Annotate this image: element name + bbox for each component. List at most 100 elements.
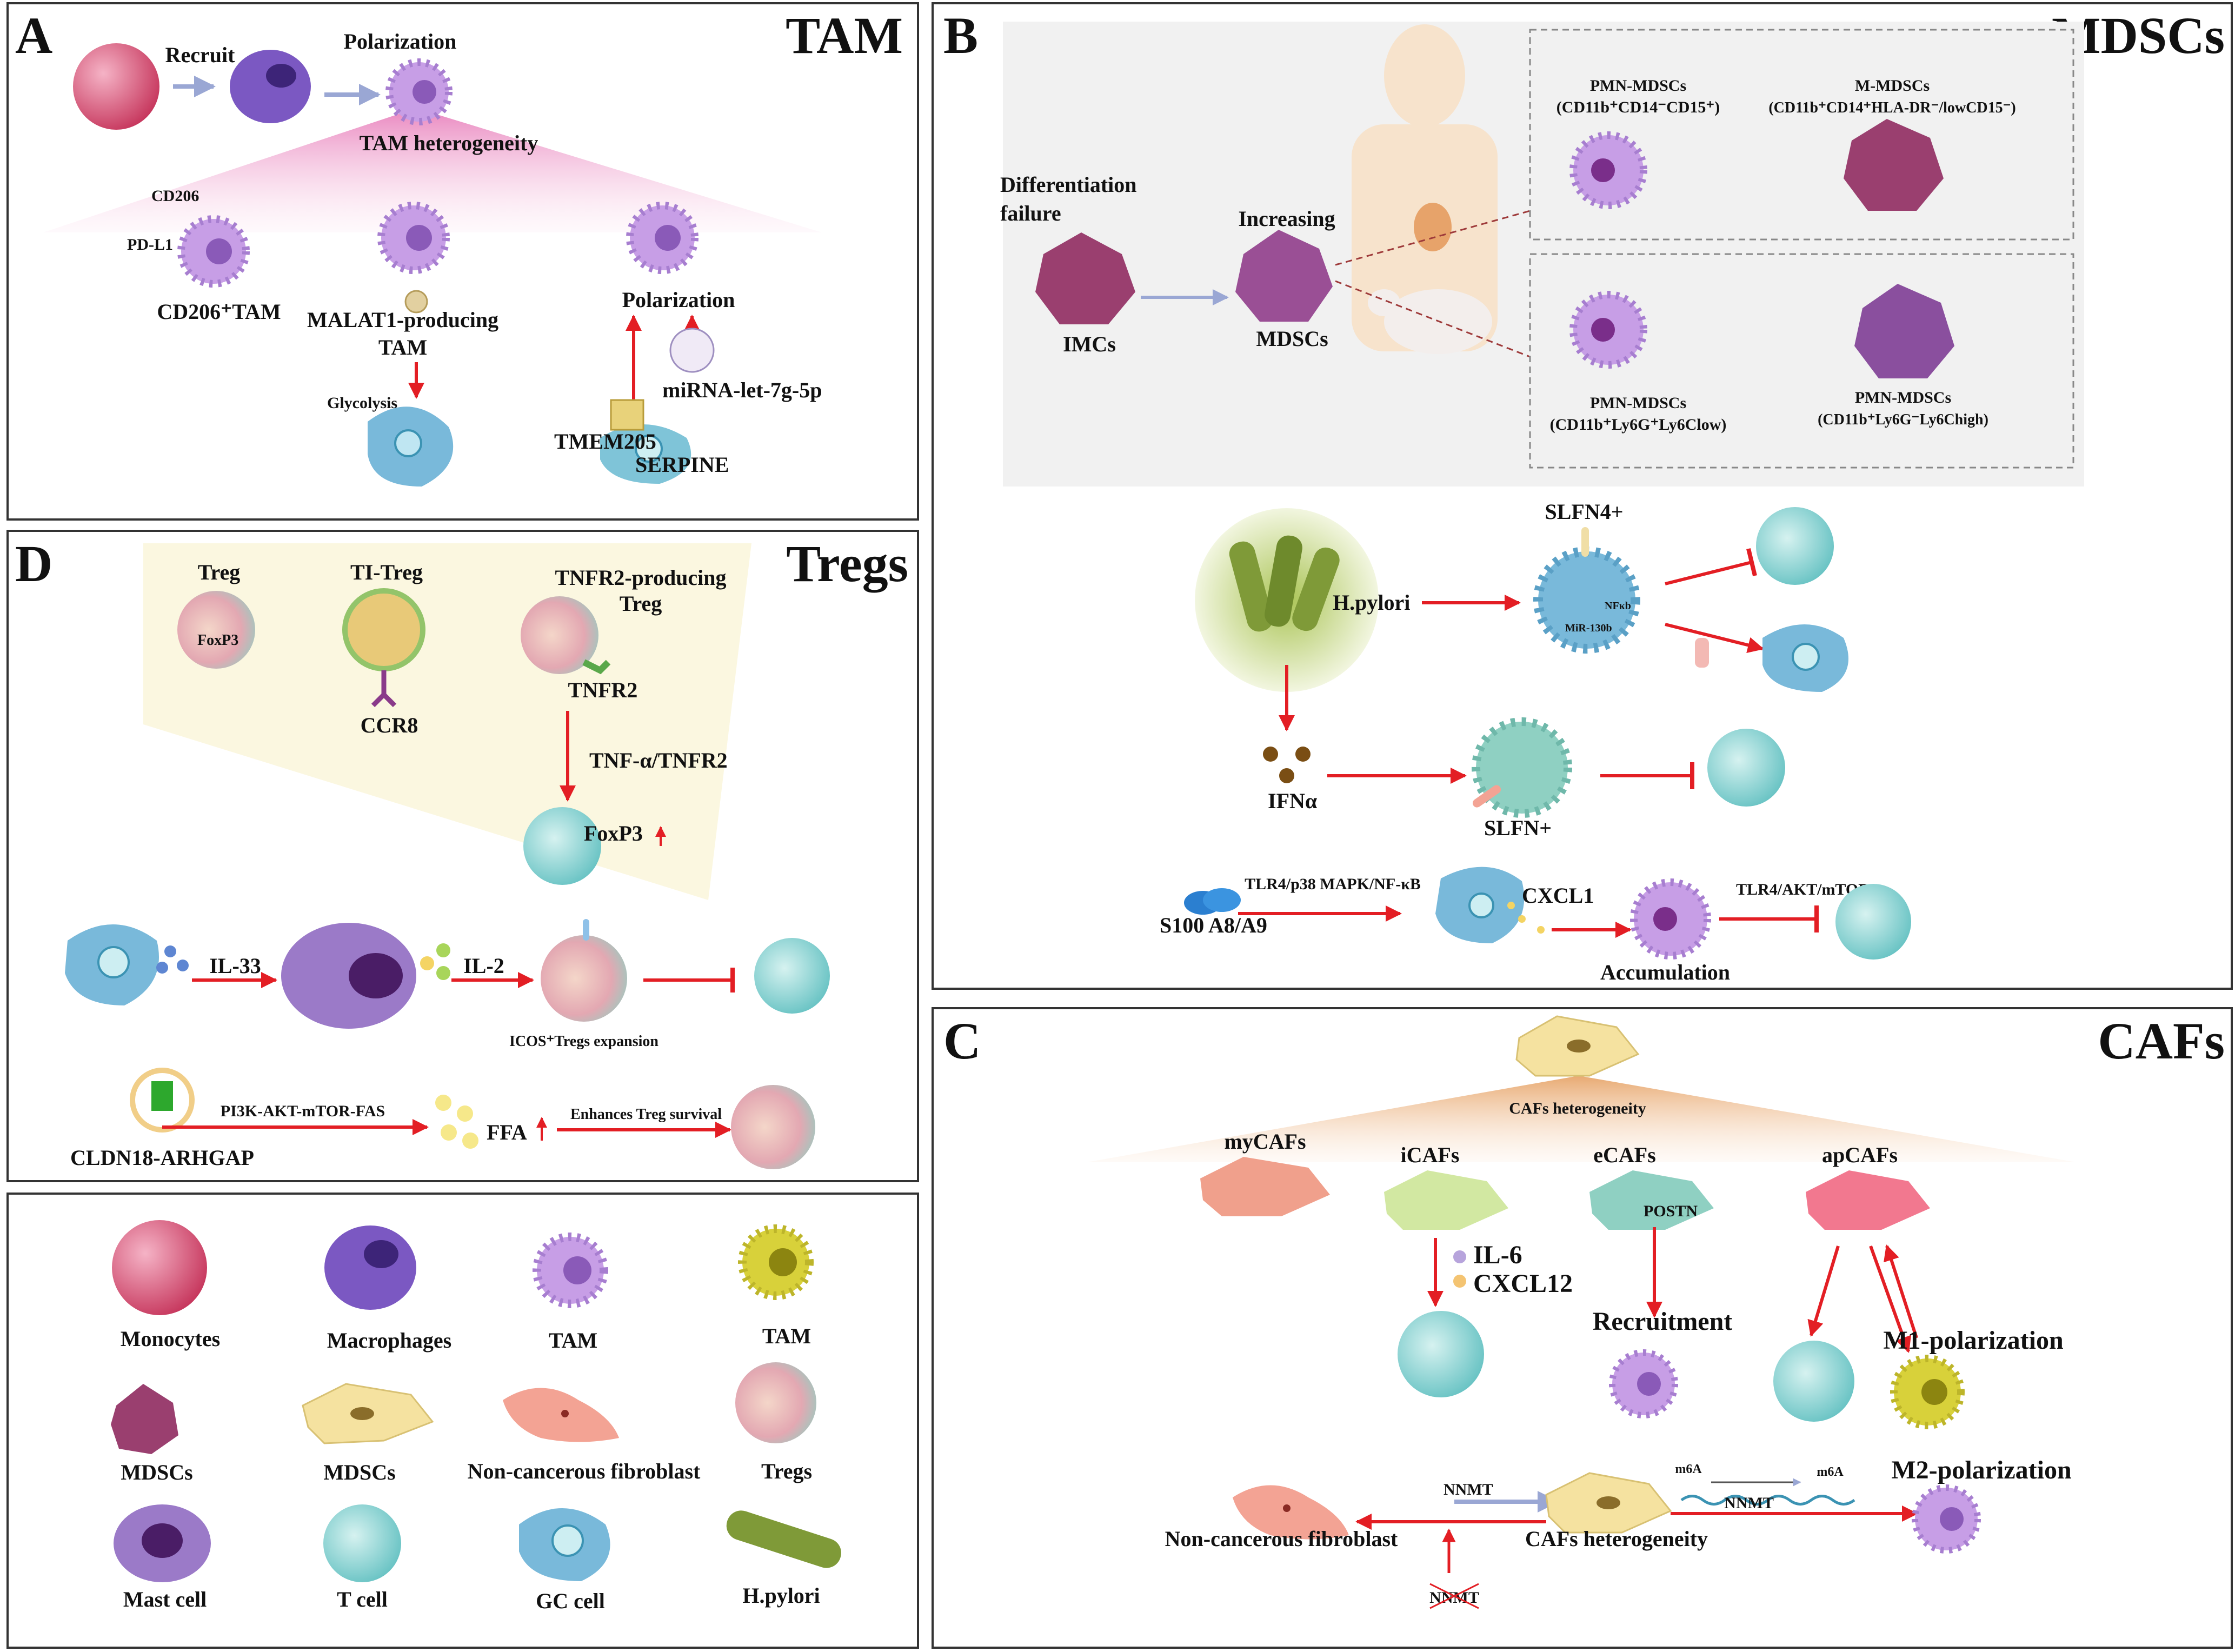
noncancer-fibroblast-label: Non-cancerous fibroblast [1165, 1527, 1398, 1551]
pmn-mouse2-markers: (CD11b⁺Ly6G⁻Ly6Chigh) [1818, 411, 1988, 428]
icos-receptor [583, 919, 589, 941]
caf-heterogeneity-bottom-label: CAFs heterogeneity [1525, 1527, 1708, 1551]
nnmt-mid-label: NNMT [1724, 1494, 1774, 1512]
legend-label-hpylori: H.pylori [742, 1583, 820, 1608]
m-human-label: M-MDSCs [1855, 77, 1930, 95]
slfn4-label: SLFN4+ [1545, 499, 1623, 524]
legend-label-macrophages: Macrophages [327, 1328, 451, 1353]
legend-macrophage-icon [324, 1225, 416, 1310]
gc-cell-icon-a [368, 407, 454, 487]
panel-c: C CAFs CAFs heterogeneity myCAFs iCAFs I… [932, 1007, 2233, 1649]
legend-treg-icon [735, 1362, 816, 1443]
gc-cell-cxcl1-icon [1435, 867, 1525, 943]
tcell-icon-b2 [1707, 729, 1785, 807]
accumulation-label: Accumulation [1600, 960, 1730, 984]
mast-cell-nucleus [349, 953, 403, 998]
tam-heterogeneity-fan [43, 108, 822, 232]
legend-label-gc: GC cell [536, 1589, 605, 1613]
ffa-dot-4 [462, 1133, 478, 1149]
panel-a-letter: A [15, 6, 52, 64]
enhances-label: Enhances Treg survival [570, 1106, 722, 1123]
tnfr2-treg-line2-label: Treg [620, 591, 662, 616]
tcell-icon-d [754, 938, 830, 1014]
human-mdsc-box [1529, 29, 2074, 241]
malat1-line2-label: TAM [378, 335, 427, 359]
tam-yellow-icon-c [1890, 1355, 1965, 1429]
caf-heterogeneity-fan [1087, 1076, 2076, 1162]
tnfa-tnfr2-label: TNF-α/TNFR2 [589, 748, 728, 772]
ifna-dot-3 [1279, 768, 1294, 783]
legend-monocyte-icon [112, 1220, 207, 1315]
exosome-icon [669, 328, 715, 373]
tam-polarization-icon [626, 202, 699, 274]
legend-label-mast: Mast cell [123, 1587, 207, 1611]
legend-fibroblast-nucleus [561, 1410, 569, 1417]
tnfr2-treg-icon [521, 596, 598, 674]
treg-background [143, 543, 751, 900]
s100-icon-2 [1203, 888, 1241, 912]
foxp3-label: FoxP3 [197, 632, 238, 649]
nnmt-top-label: NNMT [1444, 1481, 1493, 1498]
gc-cell-icon-d [65, 924, 159, 1005]
legend-label-fibroblast: Non-cancerous fibroblast [468, 1459, 701, 1483]
m6a-label-2: m6A [1817, 1465, 1844, 1479]
tam-icon-c2 [1912, 1484, 1981, 1554]
panel-b: B MDSCs Differentiation failure IMCs Inc… [932, 2, 2233, 990]
ecaf-icon [1589, 1170, 1714, 1230]
panel-c-letter: C [943, 1012, 981, 1070]
tmem205-cell-icon [600, 399, 691, 484]
differentiation-line1-label: Differentiation [1000, 172, 1137, 197]
macrophage-icon [230, 50, 311, 123]
mir-label: MiR-130b [1565, 622, 1612, 634]
legend-label-tam-purple: TAM [549, 1328, 597, 1353]
legend-label-mdscs-yellow: MDSCs [323, 1460, 395, 1484]
mrna-strand [1680, 1495, 1855, 1506]
tcell-icon-c2 [1773, 1341, 1854, 1422]
legend-panel: Monocytes Macrophages TAM TAM MDSCs MDSC… [6, 1193, 919, 1649]
il2-dot-2 [420, 956, 434, 970]
il6-label: IL-6 [1473, 1241, 1522, 1269]
il2-dot-3 [436, 966, 450, 980]
legend-hpylori-icon [726, 1510, 841, 1568]
monocyte-icon [73, 43, 159, 130]
m2-label: M2-polarization [1891, 1456, 2071, 1484]
slfn-mdsc-icon [1472, 717, 1572, 818]
ffa-label: FFA [487, 1120, 527, 1144]
ifna-dot-1 [1263, 747, 1278, 762]
legend-label-tcell: T cell [337, 1587, 388, 1611]
icos-treg-icon [541, 935, 627, 1022]
treg-label: Treg [198, 560, 241, 584]
s100-label: S100 A8/A9 [1160, 913, 1267, 937]
panel-c-title: CAFs [2098, 1012, 2225, 1070]
ifna-label: IFNα [1268, 789, 1317, 813]
pmn-mouse-label: PMN-MDSCs [1590, 394, 1686, 412]
legend-caf-nucleus [350, 1407, 374, 1420]
postn-label: POSTN [1644, 1202, 1698, 1220]
m-human-markers: (CD11b⁺CD14⁺HLA-DR⁻/lowCD15⁻) [1768, 99, 2016, 116]
ti-treg-icon [342, 588, 425, 671]
slfn4-mdsc-icon [1533, 527, 1640, 654]
nfkb-label: NFκb [1605, 600, 1631, 612]
increasing-label: Increasing [1238, 206, 1335, 231]
il2-label: IL-2 [463, 954, 504, 978]
polarization-right-label: Polarization [622, 288, 735, 312]
caf-bottom-nucleus [1597, 1496, 1620, 1509]
cxcl1-dot-3 [1537, 926, 1545, 934]
il33-dot-3 [156, 962, 168, 974]
imcs-label: IMCs [1063, 332, 1116, 356]
stomach-icon [1414, 203, 1452, 251]
il33-dot-2 [177, 960, 189, 971]
human-dashed-line [1335, 210, 1531, 266]
tmem205-label: TMEM205 [554, 429, 656, 454]
panel-d: D Tregs Treg FoxP3 TI-Treg CCR8 TNFR2-pr… [6, 530, 919, 1182]
cxcl1-dot-2 [1518, 915, 1526, 923]
ifna-dot-2 [1295, 747, 1311, 762]
cxcl1-label: CXCL1 [1522, 883, 1594, 908]
ecafs-label: eCAFs [1593, 1143, 1656, 1167]
il33-dot-1 [164, 945, 176, 957]
cxcl12-label: CXCL12 [1473, 1269, 1573, 1298]
panel-a: A TAM Recruit Polarization TAM heterogen… [6, 2, 919, 521]
mouse-dashed-line [1335, 280, 1531, 358]
m1-label: M1-polarization [1883, 1326, 2063, 1355]
